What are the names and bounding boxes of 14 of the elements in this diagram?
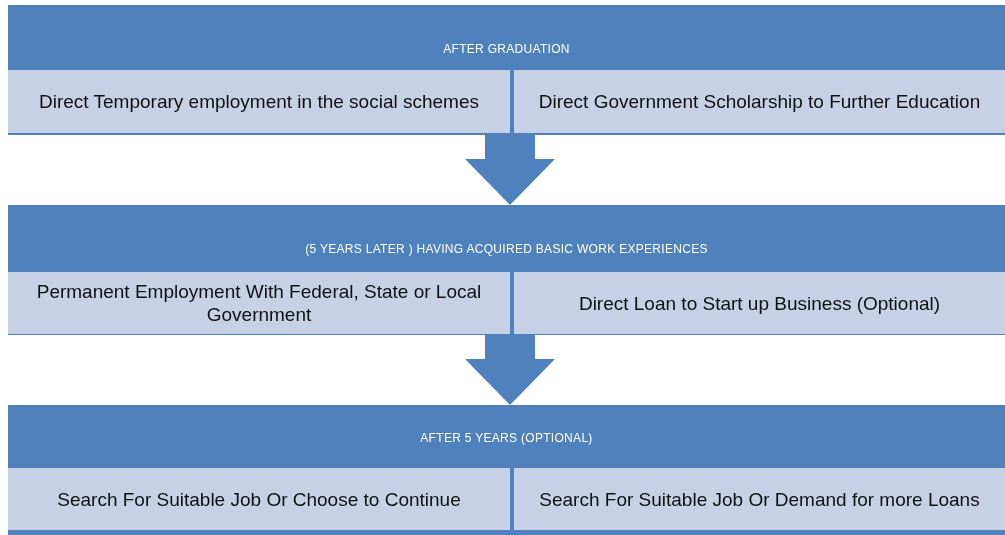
option-text: Search For Suitable Job Or Choose to Continue — [57, 487, 461, 511]
stage-heading: (5 YEARS LATER ) HAVING ACQUIRED BASIC WORK EXPERIENCES — [304, 242, 709, 256]
block-arrow — [465, 135, 555, 205]
option-text: Direct Loan to Start up Business (Optional) — [578, 291, 941, 315]
option-text: Direct Temporary employment in the social schemes — [39, 90, 479, 113]
stage-band — [8, 405, 1005, 535]
stage-band — [8, 205, 1005, 335]
stage-heading: AFTER 5 YEARS (OPTIONAL) — [419, 431, 594, 445]
option-text: Search For Suitable Job Or Demand for more Loans — [539, 487, 980, 511]
stage-heading: AFTER GRADUATION — [442, 42, 571, 56]
block-arrow — [465, 335, 555, 405]
option-text: Permanent Employment With Federal, State or Local Government — [35, 280, 483, 326]
stage-band — [8, 5, 1005, 135]
option-text: Direct Government Scholarship to Further Education — [538, 90, 981, 113]
